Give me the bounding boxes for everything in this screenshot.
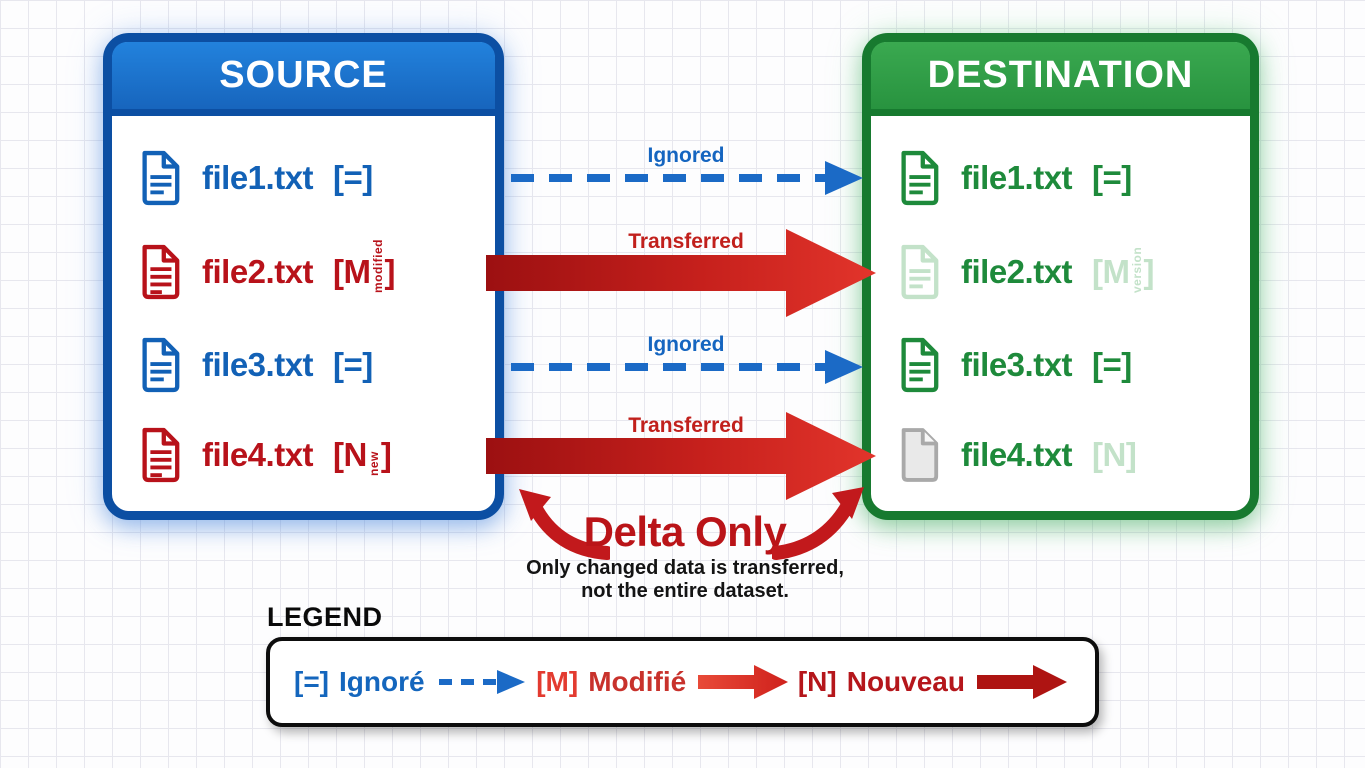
legend-item-new: [N] Nouveau (798, 662, 1071, 702)
legend-label: Modifié (588, 666, 687, 697)
legend-label: Nouveau (846, 666, 965, 697)
flow-label-transferred-1: Transferred (628, 230, 744, 253)
destination-file-row-1: file1.txt [=] (871, 145, 1250, 211)
file-name: file2.txt (202, 253, 314, 290)
file-status-tag: [=] (333, 346, 373, 383)
destination-file-row-4: file4.txt [N] (871, 422, 1250, 488)
legend-tag: [M] (536, 666, 579, 697)
legend-dashed-arrow-icon (438, 670, 525, 694)
document-icon-faded (901, 244, 939, 300)
file-name: file3.txt (202, 346, 314, 383)
document-icon (142, 337, 180, 393)
delta-description-line1: Only changed data is transferred, (526, 557, 844, 579)
delta-only-title: Delta Only (583, 508, 787, 555)
document-icon (901, 337, 939, 393)
destination-panel: DESTINATION file1.txt [=] file2.txt [M (862, 33, 1259, 520)
flow-label-ignored-2: Ignored (647, 333, 725, 356)
document-icon (142, 150, 180, 206)
curved-arrow-right-icon (772, 487, 864, 560)
document-icon-new (142, 427, 180, 483)
dashed-arrow-ignored-1 (511, 161, 863, 195)
legend-title: LEGEND (267, 602, 383, 632)
file-status-tag: [=] (333, 159, 373, 196)
document-icon (901, 150, 939, 206)
curved-arrow-left-icon (519, 489, 610, 560)
flow-label-ignored-1: Ignored (647, 144, 725, 167)
file-name: file3.txt (961, 346, 1073, 383)
legend-label: Ignoré (339, 666, 425, 697)
document-icon-blank (901, 428, 939, 482)
document-icon-modified (142, 244, 180, 300)
file-status-tag-faded: [N] (1092, 436, 1137, 473)
source-panel-title: SOURCE (112, 42, 495, 116)
destination-file-row-3: file3.txt [=] (871, 332, 1250, 398)
legend-dark-red-arrow-icon (976, 665, 1067, 699)
legend-tag: [N] (797, 666, 837, 697)
file-name: file4.txt (202, 436, 314, 473)
delta-only-description: Only changed data is transferred, not th… (460, 557, 910, 603)
solid-arrow-transferred-2 (486, 412, 876, 500)
file-status-tag: [=] (1092, 159, 1132, 196)
legend-item-ignored: [=] Ignoré (294, 664, 531, 700)
file-name: file2.txt (961, 253, 1073, 290)
source-panel: SOURCE file1.txt [=] file2.txt (103, 33, 504, 520)
source-file-row-1: file1.txt [=] (112, 145, 495, 211)
flow-label-transferred-2: Transferred (628, 414, 744, 437)
file-name: file1.txt (961, 159, 1073, 196)
source-file-row-3: file3.txt [=] (112, 332, 495, 398)
file-status-tag: [=] (1092, 346, 1132, 383)
delta-description-line2: not the entire dataset. (581, 580, 789, 602)
legend-tag: [=] (294, 666, 329, 697)
dashed-arrow-ignored-2 (511, 350, 863, 384)
legend-item-modified: [M] Modifié (536, 662, 792, 702)
file-name: file1.txt (202, 159, 314, 196)
file-name: file4.txt (961, 436, 1073, 473)
legend-bright-red-arrow-icon (698, 665, 789, 699)
legend-box: [=] Ignoré [M] Modifié [N] Nouveau (266, 637, 1099, 727)
solid-arrow-transferred-1 (486, 229, 876, 317)
destination-panel-title: DESTINATION (871, 42, 1250, 116)
